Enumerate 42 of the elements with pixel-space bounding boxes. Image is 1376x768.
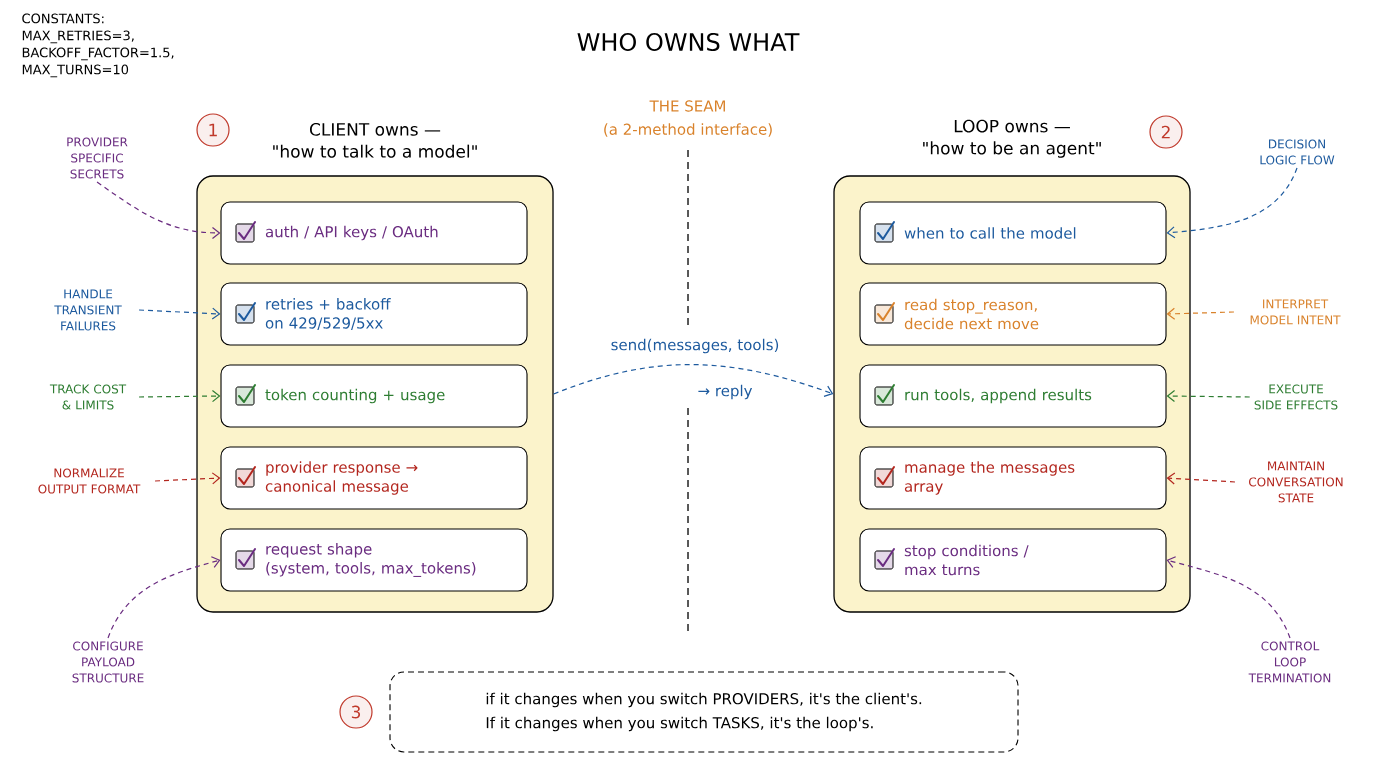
node-label: LOOP owns —: [954, 119, 1070, 133]
rule-note: if it changes when you switch PROVIDERS, it's the client's. If it changes when you switch TASKS, it's the loop's.: [389, 671, 1019, 753]
annotation-text: TRACK COST & LIMITS: [49, 384, 127, 410]
checklist-item: request shape (system, tools, max_tokens): [220, 528, 528, 592]
arrow: [154, 472, 221, 485]
checklist-item: auth / API keys / OAuth: [220, 201, 528, 265]
arrow: [1166, 556, 1291, 639]
checklist-item: run tools, append results: [859, 364, 1167, 428]
checklist-item: stop conditions / max turns: [859, 528, 1167, 592]
arrow: [1166, 390, 1251, 403]
annotation-text: INTERPRET MODEL INTENT: [1250, 299, 1341, 325]
annotation-text: CONTROL LOOP TERMINATION: [1248, 641, 1331, 683]
annotation-text: EXECUTE SIDE EFFECTS: [1254, 384, 1338, 410]
arrow: [138, 390, 221, 403]
node-label: "how to be an agent": [923, 141, 1101, 158]
node-label: CLIENT owns —: [310, 122, 441, 136]
constants-note: CONSTANTS: MAX_RETRIES=3, BACKOFF_FACTOR=1.5, MAX_TURNS=10: [22, 13, 174, 78]
checklist-item: read stop_reason, decide next move: [859, 282, 1167, 346]
annotation-text: DECISION LOGIC FLOW: [1260, 139, 1335, 165]
return-label: → reply: [698, 384, 753, 400]
arrow: [107, 556, 221, 639]
annotation-text: NORMALIZE OUTPUT FORMAT: [38, 468, 141, 494]
arrow: [1166, 167, 1298, 239]
arrow: [1166, 472, 1236, 485]
annotation-text: MAINTAIN CONVERSATION STATE: [1249, 461, 1343, 503]
edge-label: send(messages, tools): [608, 336, 782, 356]
arrow: [138, 307, 221, 320]
annotation-text: HANDLE TRANSIENT FAILURES: [54, 289, 122, 331]
arrow: [1166, 307, 1235, 320]
node-label: "how to talk to a model": [273, 144, 477, 158]
annotation-text: PROVIDER SPECIFIC SECRETS: [67, 137, 128, 179]
title: WHO OWNS WHAT: [577, 32, 800, 52]
annotation-text: CONFIGURE PAYLOAD STRUCTURE: [72, 641, 144, 683]
seam-heading: THE SEAM: [649, 100, 725, 112]
checklist-item: provider response → canonical message: [220, 446, 528, 510]
checklist-item: manage the messages array: [859, 446, 1167, 510]
checklist-item: retries + backoff on 429/529/5xx: [220, 282, 528, 346]
arrow: [96, 181, 221, 240]
seam-subtitle: (a 2-method interface): [604, 123, 772, 137]
checklist-item: token counting + usage: [220, 364, 528, 428]
arrow: [553, 364, 834, 398]
checklist-item: when to call the model: [859, 201, 1167, 265]
